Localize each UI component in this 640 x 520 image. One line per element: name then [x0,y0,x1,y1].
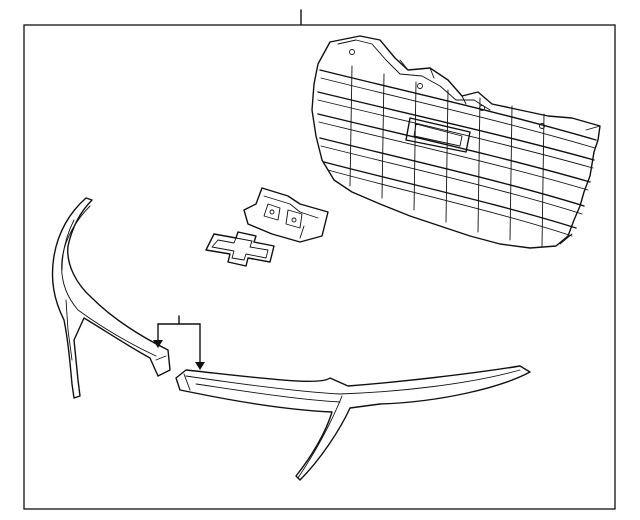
emblem-bracket [243,187,329,243]
callout-arrow-right [195,362,205,370]
callout-arrow-left [153,340,163,348]
callout-leader [153,315,205,370]
lower-molding [175,365,531,481]
grille-assembly [311,35,601,249]
emblem [205,231,275,267]
left-molding [51,197,171,399]
